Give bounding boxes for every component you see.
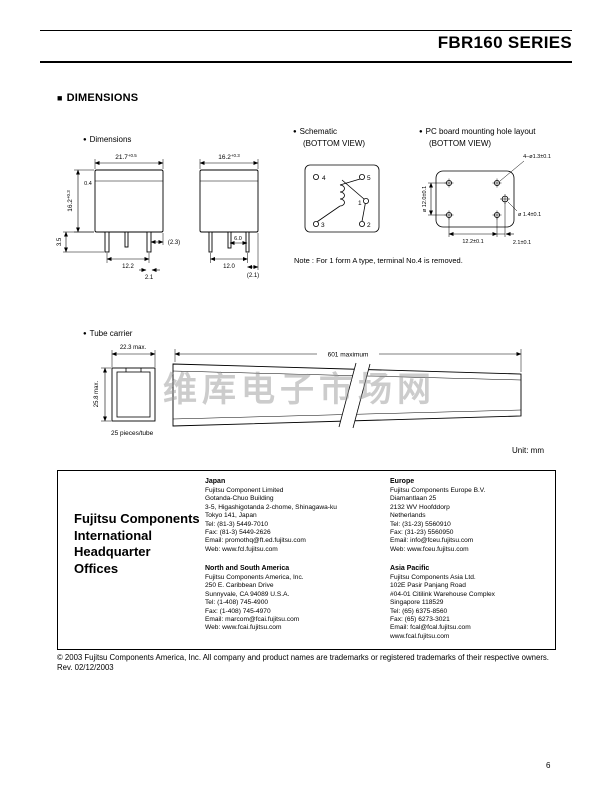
terminal-4-label: 4 [322, 175, 326, 182]
footer-box: Fujitsu Components International Headqua… [57, 470, 556, 650]
bullet-icon: ● [419, 129, 423, 135]
pcb-outline [435, 170, 515, 228]
note-text: Note : For 1 form A type, terminal No.4 … [294, 256, 463, 265]
bullet-icon: ● [293, 129, 297, 135]
front-pin-width-label: 2.1 [145, 275, 154, 281]
side-pin-pitch-dimension: 12.0 [210, 253, 248, 270]
copyright-text: © 2003 Fujitsu Components America, Inc. … [57, 653, 549, 672]
tube-length-label: 601 maximum [328, 352, 369, 359]
side-pin-gap-dimension: 6.0 [229, 236, 248, 245]
front-height-label: 16.2+0.3 [66, 190, 74, 212]
dimensions-label: ●Dimensions [83, 135, 131, 144]
relay-side-body [199, 169, 259, 253]
pcb-corner-holes-label: 4–ø1.3±0.1 [523, 154, 551, 160]
pcb-col-pitch-label: 12.2±0.1 [462, 239, 483, 245]
pcb-layout-drawing: ø 12.0±0.1 12.2±0.1 2.1±0.1 4–ø1.3±0.1 ø… [422, 154, 551, 246]
office-europe: Europe Fujitsu Components Europe B.V. Di… [390, 478, 568, 554]
terminal-5-label: 5 [367, 175, 371, 182]
pcb-mid-offset-label: 2.1±0.1 [513, 240, 531, 246]
square-bullet-icon: ■ [57, 93, 63, 103]
tube-width-dimension: 22.3 max. [111, 345, 156, 367]
front-pin-length-dimension: 3.5 [57, 231, 104, 253]
header-rule-top [40, 30, 572, 31]
front-pin-pitch-dimension: 12.2 2.1 [106, 253, 160, 281]
office-region: Europe [390, 478, 415, 485]
side-edge-offset-dimension: (2.1) [247, 233, 259, 279]
pcb-holes [444, 178, 510, 220]
tube-carrier-label: ●Tube carrier [83, 329, 132, 338]
side-width-label: 16.2+0.3 [218, 153, 240, 161]
tube-carrier-label-text: Tube carrier [89, 329, 133, 338]
schematic-label: ●Schematic [293, 127, 337, 136]
bullet-icon: ● [83, 331, 87, 337]
pcb-col-pitch-dimension: 12.2±0.1 2.1±0.1 [448, 203, 531, 246]
pcb-row-pitch-dimension: ø 12.0±0.1 [422, 182, 446, 216]
side-pin-pitch-label: 12.0 [223, 264, 235, 270]
watermark: 维库电子市场网 [163, 371, 436, 409]
front-top-step-label: 0.4 [84, 181, 92, 187]
tube-width-label: 22.3 max. [120, 345, 147, 351]
terminal-1-label: 1 [358, 200, 362, 207]
tube-length-dimension: 601 maximum [174, 349, 522, 372]
office-region: North and South America [205, 565, 290, 572]
office-region: Asia Pacific [390, 565, 430, 572]
front-width-dimension: 21.7+0.5 [94, 153, 164, 169]
tube-body [172, 362, 522, 429]
tube-end-view [111, 367, 156, 422]
front-width-label: 21.7+0.5 [115, 153, 137, 161]
office-japan: Japan Fujitsu Component Limited Gotanda-… [205, 478, 383, 554]
schematic-wiring [317, 178, 366, 222]
header-rule-bottom [40, 61, 572, 63]
footer-company-title: Fujitsu Components International Headqua… [74, 511, 200, 576]
page-number: 6 [546, 761, 551, 770]
side-edge-offset-label: (2.1) [247, 273, 259, 279]
office-americas: North and South America Fujitsu Componen… [205, 565, 383, 633]
tube-height-dimension: 25.8 max. [94, 367, 111, 422]
front-pin-pitch-label: 12.2 [122, 264, 134, 270]
pcb-view-label: (BOTTOM VIEW) [429, 139, 492, 148]
terminal-3-label: 3 [321, 222, 325, 229]
bullet-icon: ● [83, 137, 87, 143]
office-address: Fujitsu Components Asia Ltd. 102E Pasir … [390, 574, 495, 640]
terminal-2-label: 2 [367, 222, 371, 229]
tube-height-label: 25.8 max. [94, 381, 100, 408]
front-height-dimension: 16.2+0.3 0.4 [66, 169, 94, 233]
pcb-label: ●PC board mounting hole layout [419, 127, 535, 136]
dimensions-section-heading: ■DIMENSIONS [57, 92, 138, 104]
schematic-terminals [312, 173, 370, 228]
schematic-drawing: 4 5 1 3 2 [304, 164, 380, 233]
pcb-mid-hole-label: ø 1.4±0.1 [518, 212, 541, 218]
pcb-mid-hole-callout: ø 1.4±0.1 [507, 201, 541, 218]
front-edge-offset-label: (2.3) [168, 240, 180, 246]
pcb-row-pitch-label: ø 12.0±0.1 [422, 186, 428, 212]
pcb-corner-holes-callout: 4–ø1.3±0.1 [499, 154, 551, 182]
tube-pieces-label: 25 pieces/tube [111, 430, 154, 437]
front-pin-length-label: 3.5 [57, 237, 63, 246]
office-address: Fujitsu Components America, Inc. 250 E. … [205, 574, 304, 632]
relay-front-body [94, 169, 164, 253]
office-address: Fujitsu Components Europe B.V. Diamantla… [390, 487, 486, 553]
page-title: FBR160 SERIES [437, 33, 572, 52]
schematic-view-label: (BOTTOM VIEW) [303, 139, 366, 148]
tube-carrier-drawing: 22.3 max. 25.8 max. 25 pieces/tube 601 m… [94, 345, 522, 437]
office-address: Fujitsu Component Limited Gotanda-Chuo B… [205, 487, 337, 553]
office-region: Japan [205, 478, 226, 485]
side-pin-gap-label: 6.0 [234, 236, 242, 242]
dimensions-heading-label: DIMENSIONS [66, 92, 139, 104]
office-asia: Asia Pacific Fujitsu Components Asia Ltd… [390, 565, 568, 641]
pcb-label-text: PC board mounting hole layout [425, 127, 536, 136]
relay-side-view-drawing: 16.2+0.3 6.0 12.0 (2.1) [199, 153, 259, 279]
relay-front-view-drawing: 21.7+0.5 16.2+0.3 0.4 3.5 12.2 [57, 153, 180, 281]
front-edge-offset-dimension: (2.3) [150, 233, 180, 246]
schematic-label-text: Schematic [299, 127, 337, 136]
schematic-outline [304, 164, 380, 233]
unit-note: Unit: mm [512, 446, 544, 455]
dimensions-label-text: Dimensions [89, 135, 132, 144]
side-width-dimension: 16.2+0.3 [199, 153, 259, 169]
